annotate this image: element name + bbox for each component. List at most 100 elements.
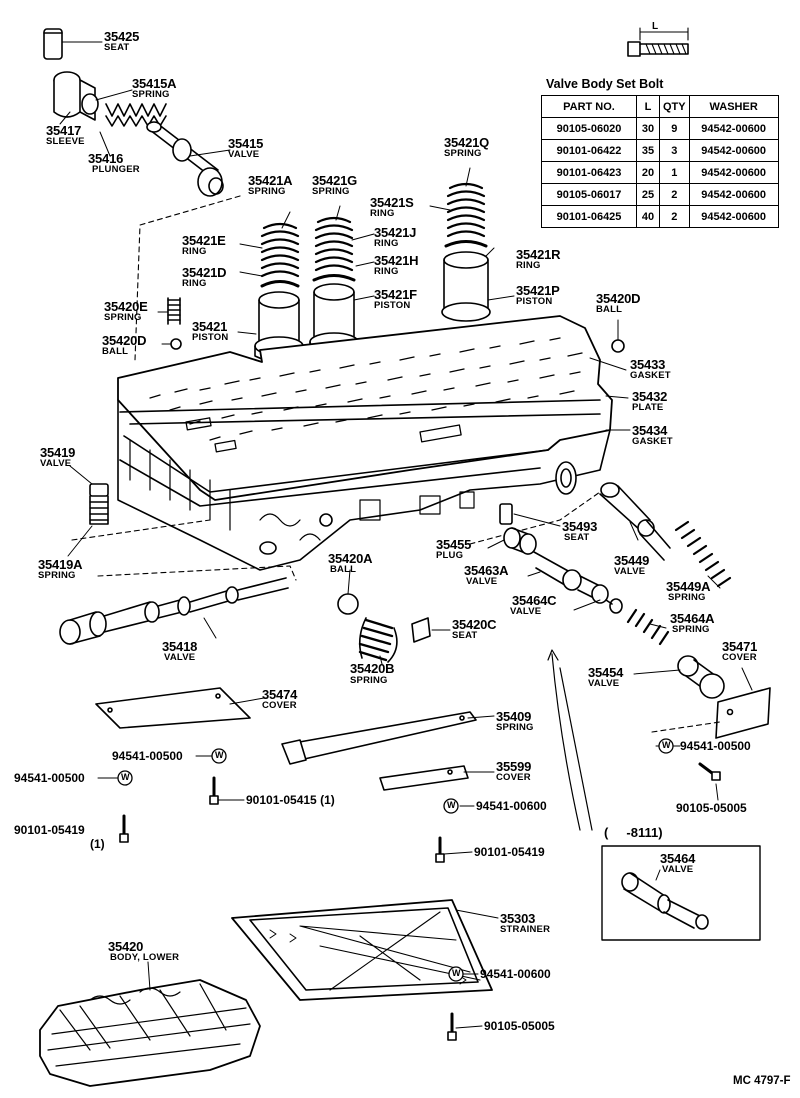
callout-35449-number: 35449 — [614, 553, 650, 568]
callout-35421P-name: PISTON — [516, 296, 553, 307]
callout-35419A-number: 35419A — [38, 557, 83, 572]
callout-35421-number: 35421 — [192, 319, 228, 334]
upper-valve-body-drawing — [117, 315, 613, 571]
callout-35419-number: 35419 — [40, 445, 76, 460]
callout-35420C-number: 35420C — [452, 617, 497, 632]
cell-part: 90101-06423 — [541, 161, 637, 184]
col-part-no: PART NO. — [541, 95, 637, 118]
spring-35420E-drawing — [167, 297, 181, 325]
bolt-90101-05419-mid-drawing — [435, 836, 445, 863]
callout-35474-name: COVER — [262, 700, 297, 711]
table-row: 90101-06423 20 1 94542-00600 — [541, 161, 779, 184]
callout-35421D-number: 35421D — [182, 265, 227, 280]
set-bolt-table: PART NO. L QTY WASHER 90105-06020 30 9 9… — [541, 95, 779, 228]
fastener-94541-00600-a: 94541-00600 — [476, 799, 547, 813]
washer-mark-1: W — [215, 750, 224, 760]
cell-washer: 94542-00600 — [688, 161, 779, 184]
serial-arrow-curve — [551, 653, 581, 831]
valve-35449-drawing — [599, 482, 671, 561]
dashed-line-left-top — [134, 195, 241, 361]
callout-35418-number: 35418 — [162, 639, 198, 654]
cell-washer: 94542-00600 — [688, 117, 779, 140]
callout-35464C-name: VALVE — [510, 606, 542, 617]
callout-35433-number: 35433 — [630, 357, 666, 372]
callout-35463A-name: VALVE — [466, 576, 498, 587]
leader-lines — [59, 41, 753, 1029]
callout-35409-number: 35409 — [496, 709, 532, 724]
callout-35464A-name: SPRING — [672, 624, 710, 635]
col-qty: QTY — [659, 95, 690, 118]
ball-35420A-drawing — [337, 593, 359, 615]
fastener-90105-05005-right: 90105-05005 — [676, 801, 747, 815]
valve-35454-drawing — [677, 655, 725, 699]
table-row: 90105-06020 30 9 94542-00600 — [541, 117, 779, 140]
callout-35420E-number: 35420E — [104, 299, 148, 314]
callout-35421A-number: 35421A — [248, 173, 293, 188]
cell-washer: 94542-00600 — [688, 205, 779, 228]
valve-35418-drawing — [59, 577, 289, 645]
callout-35455-name: PLUG — [436, 550, 464, 561]
callout-35303-number: 35303 — [500, 911, 536, 926]
fastener-94541-00500-b: 94541-00500 — [14, 771, 85, 785]
callout-35421H-number: 35421H — [374, 253, 419, 268]
callout-35474-number: 35474 — [262, 687, 298, 702]
serial-range-box — [601, 845, 761, 941]
callout-35420B-name: SPRING — [350, 675, 388, 686]
serial-arrow-head — [547, 649, 559, 661]
callout-35420B-number: 35420B — [350, 661, 395, 676]
spring-35464A-drawing — [626, 608, 670, 646]
cell-part: 90101-06425 — [541, 205, 637, 228]
callout-35425-number: 35425 — [104, 29, 140, 44]
spring-35449A-drawing — [674, 520, 732, 588]
valve-35464C-drawing — [591, 584, 623, 614]
callout-35420D-left-number: 35420D — [102, 333, 147, 348]
callout-35417-name: SLEEVE — [46, 136, 85, 147]
callout-35599-name: COVER — [496, 772, 531, 783]
sleeve-35417-drawing — [53, 71, 99, 121]
set-bolt-table-header: PART NO. L QTY WASHER — [541, 95, 779, 118]
cover-35599-drawing — [379, 765, 469, 791]
fastener-90101-05419-mid: 90101-05419 — [474, 845, 545, 859]
callout-35463A-number: 35463A — [464, 563, 509, 578]
bolt-90105-05005-right-drawing — [698, 762, 721, 781]
cell-qty: 2 — [659, 205, 690, 228]
callout-35421F-name: PISTON — [374, 300, 411, 311]
cell-part: 90105-06017 — [541, 183, 637, 206]
callout-35420-number: 35420 — [108, 939, 144, 954]
cell-part: 90101-06422 — [541, 139, 637, 162]
set-bolt-length-mark: L — [652, 21, 659, 32]
dashed-line-35418 — [97, 565, 297, 581]
callout-35464C-number: 35464C — [512, 593, 557, 608]
bolt-90101-05419-left-drawing — [119, 814, 129, 843]
reference-code: MC 4797-F — [733, 1075, 791, 1087]
serial-range-label: ( -8111) — [604, 825, 663, 840]
spring-35420B-drawing — [358, 617, 398, 663]
ball-35420D-left — [170, 338, 182, 350]
washer-mark-5: W — [452, 968, 461, 978]
callout-35419A-name: SPRING — [38, 570, 76, 581]
set-bolt-dimension-drawing — [627, 27, 689, 57]
bolt-90105-05005-bottom-drawing — [447, 1012, 457, 1041]
callout-35420A-number: 35420A — [328, 551, 373, 566]
fastener-94541-00600-b: 94541-00600 — [480, 967, 551, 981]
callout-35421E-name: RING — [182, 246, 207, 257]
callout-35420A-name: BALL — [330, 564, 357, 575]
cover-35474-drawing — [95, 687, 251, 729]
valve-35464-drawing — [621, 872, 709, 930]
callout-35421J-name: RING — [374, 238, 399, 249]
callout-35421G-name: SPRING — [312, 186, 350, 197]
valve-35463A-drawing — [533, 551, 601, 601]
cell-qty: 3 — [659, 139, 690, 162]
table-row: 90101-06422 35 3 94542-00600 — [541, 139, 779, 162]
dashed-line-35471 — [651, 721, 721, 733]
spring-35415A-drawing — [105, 103, 167, 127]
seat-35420C-drawing — [411, 617, 431, 643]
cell-l: 25 — [636, 183, 660, 206]
callout-35454-number: 35454 — [588, 665, 624, 680]
callout-35449-name: VALVE — [614, 566, 646, 577]
callout-35421E-number: 35421E — [182, 233, 226, 248]
valve-35415-drawing — [146, 121, 224, 197]
seat-35493-drawing — [499, 503, 513, 525]
callout-35425-name: SEAT — [104, 42, 130, 53]
accumulator-left-drawing — [254, 222, 304, 363]
